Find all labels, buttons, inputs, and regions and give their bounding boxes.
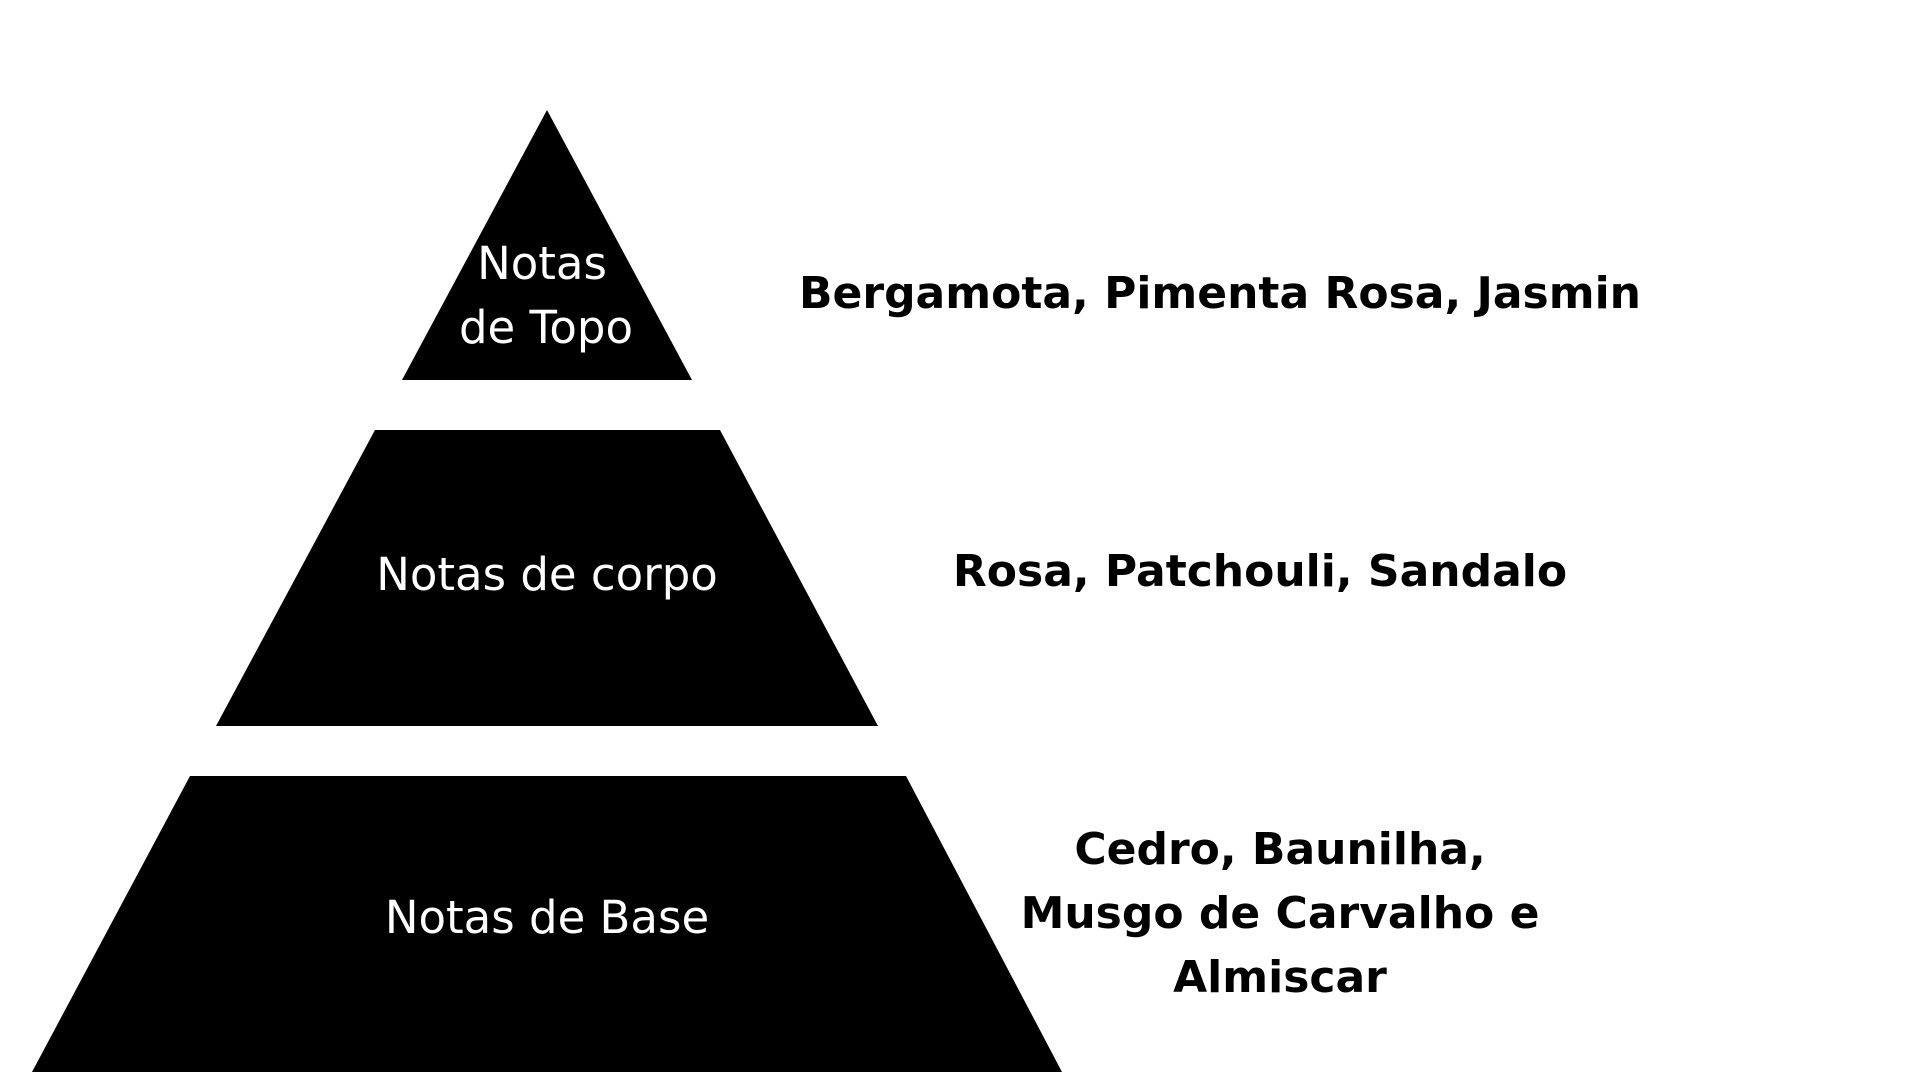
notes-middle-line-1: Rosa, Patchouli, Sandalo <box>952 546 1568 597</box>
tier-label-top-line-2: de Topo <box>459 301 633 354</box>
notes-middle: Rosa, Patchouli, Sandalo <box>780 540 1740 604</box>
pyramid-tier-base <box>32 776 1062 1072</box>
notes-base-line-1: Cedro, Baunilha, <box>1074 824 1486 875</box>
tier-label-top: Notas <box>477 237 607 290</box>
pyramid-tier-middle <box>216 430 878 726</box>
notes-top-line-1: Bergamota, Pimenta Rosa, Jasmin <box>798 268 1641 319</box>
notes-base: Cedro, Baunilha, Musgo de Carvalho e Alm… <box>980 818 1580 1010</box>
notes-base-line-3: Almiscar <box>1173 952 1387 1003</box>
notes-top: Bergamota, Pimenta Rosa, Jasmin <box>780 262 1660 326</box>
tier-label-middle: Notas de corpo <box>376 548 718 601</box>
tier-label-base: Notas de Base <box>385 891 709 944</box>
tier-label-top-2: de Topo <box>459 301 633 354</box>
pyramid-tier-top <box>402 110 692 380</box>
tier-label-top-line-1: Notas <box>477 237 607 290</box>
notes-base-line-2: Musgo de Carvalho e <box>1020 888 1540 939</box>
